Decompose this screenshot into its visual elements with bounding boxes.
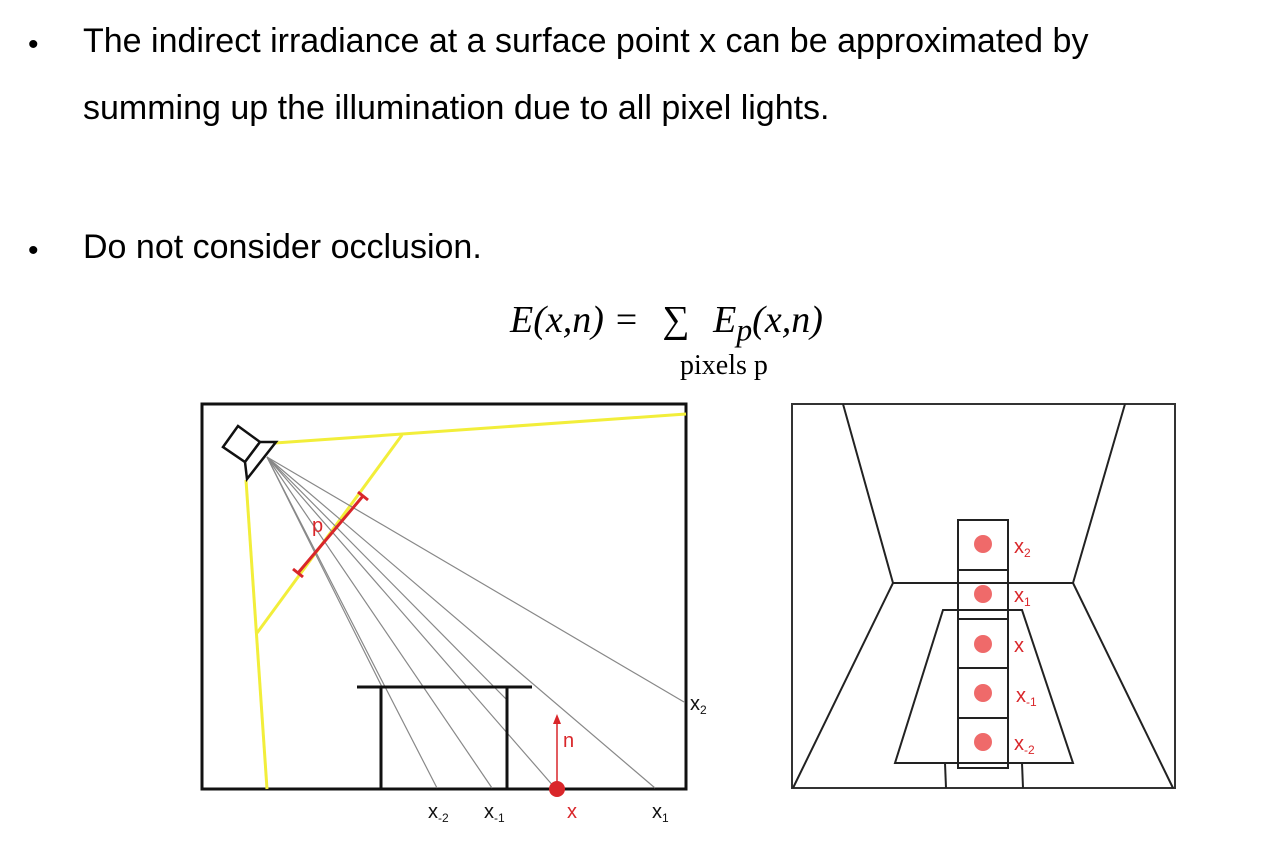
svg-text:x-2: x-2: [428, 801, 449, 825]
label-x-1: x: [484, 801, 494, 823]
label-x1: x: [652, 801, 662, 823]
table-leg: [1021, 762, 1024, 789]
svg-text:x2: x2: [1014, 536, 1031, 560]
formula-rhs-args: (x,n): [752, 299, 823, 341]
label-sub: 1: [1024, 595, 1031, 609]
pixel-label: p: [312, 515, 323, 537]
label-x-2-sub: -2: [438, 811, 449, 825]
bullet-marker: •: [28, 234, 39, 267]
svg-text:x1: x1: [1014, 585, 1031, 609]
label: x: [1014, 635, 1024, 657]
label: x: [1014, 733, 1024, 755]
sample-labels: x-2 x-1 x1 x2: [428, 693, 707, 825]
surface-point: [549, 781, 565, 797]
formula-rhs-base: E: [713, 299, 737, 341]
label-x-2: x: [428, 801, 438, 823]
svg-text:x-1: x-1: [1016, 685, 1037, 709]
bullet-1-line-1: The indirect irradiance at a surface poi…: [83, 22, 1089, 60]
table-leg: [944, 762, 947, 789]
light-rays: [266, 456, 685, 789]
label-sub: 2: [1024, 546, 1031, 560]
pixel-dots: [974, 535, 992, 751]
room-right-edge: [1071, 403, 1174, 789]
svg-text:x1: x1: [652, 801, 669, 825]
table: [357, 685, 532, 789]
table-top: [893, 609, 1075, 764]
formula-lhs: E(x,n) =: [510, 299, 640, 341]
label: x: [1016, 685, 1026, 707]
label-sub: -2: [1024, 743, 1035, 757]
label: x: [1014, 536, 1024, 558]
pixel-segment: [292, 490, 369, 579]
svg-text:x-1: x-1: [484, 801, 505, 825]
bullet-1-line-2: summing up the illumination due to all p…: [83, 89, 830, 127]
formula-under: pixels p: [680, 350, 768, 381]
view-box: [791, 403, 1176, 789]
bullet-marker: •: [28, 28, 39, 61]
formula-rhs-sub: p: [736, 312, 753, 348]
right-diagram: x2 x1 x x-1 x-2: [791, 403, 1176, 789]
room-left-edge: [792, 403, 895, 789]
arrow-head-icon: [553, 714, 561, 724]
label-sub: -1: [1026, 695, 1037, 709]
point-label: x: [567, 801, 577, 823]
pixel-labels: x2 x1 x x-1 x-2: [1014, 536, 1037, 757]
svg-text:x-2: x-2: [1014, 733, 1035, 757]
irradiance-formula: E(x,n) = ∑ Ep(x,n): [510, 298, 823, 349]
label-x2: x: [690, 693, 700, 715]
label: x: [1014, 585, 1024, 607]
label-x1-sub: 1: [662, 811, 669, 825]
svg-text:x2: x2: [690, 693, 707, 717]
room-box: [200, 402, 688, 791]
pixel-column: [957, 519, 1009, 769]
bullet-2-line-1: Do not consider occlusion.: [83, 228, 482, 266]
yellow-frustum: [244, 412, 687, 790]
spotlight-icon: [221, 424, 279, 483]
normal-label: n: [563, 730, 574, 752]
left-diagram: p n x x-2 x-1 x1 x2: [200, 402, 707, 825]
label-x2-sub: 2: [700, 703, 707, 717]
formula-sum: ∑: [662, 299, 690, 341]
svg-text:x: x: [1014, 635, 1024, 657]
label-x-1-sub: -1: [494, 811, 505, 825]
